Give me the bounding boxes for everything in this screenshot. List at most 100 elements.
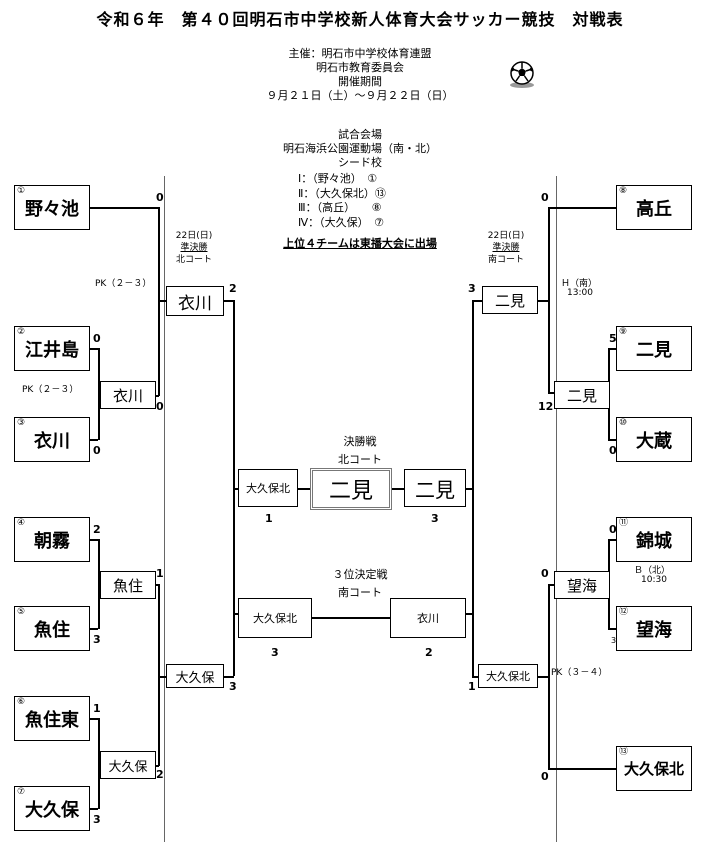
- bracket-line: [392, 488, 404, 490]
- seed-number: ⑩: [619, 418, 628, 428]
- team-name: 高丘: [636, 198, 672, 220]
- seed-number: ⑧: [619, 186, 628, 196]
- score-t11: 0: [609, 523, 617, 536]
- b-time-note: 10:30: [641, 575, 667, 585]
- score-w23: 0: [156, 400, 164, 413]
- bracket-line: [224, 676, 234, 678]
- score-t2: 0: [93, 332, 101, 345]
- seed-item: Ⅳ：（大久保） ⑦: [298, 215, 385, 229]
- bracket-line: [90, 718, 98, 720]
- left-semi-info: 22日(日) 準決勝 北コート: [170, 230, 218, 266]
- team-box-8: ⑧ 高丘: [616, 185, 692, 230]
- bracket-line: [466, 488, 473, 490]
- bracket-line: [538, 300, 549, 302]
- seed-item: Ⅰ：（野々池） ①: [298, 172, 378, 185]
- team-name: 野々池: [25, 198, 79, 220]
- winner-box-w1112: 望海: [554, 571, 610, 599]
- organizers-block: 主催：明石市中学校体育連盟 明石市教育委員会 開催期間 ９月２１日（土）～９月２…: [240, 47, 480, 103]
- winner-box-w23: 衣川: [100, 381, 156, 409]
- score-t7: 3: [93, 813, 101, 826]
- score-w45: 1: [156, 567, 164, 580]
- final-right-box: 二見: [404, 469, 466, 507]
- bracket-line: [548, 584, 554, 586]
- bracket-line: [90, 439, 98, 441]
- seed-number: ⑤: [17, 607, 26, 617]
- score-t9: 5: [609, 332, 617, 345]
- semi-court: 南コート: [487, 255, 524, 265]
- venue-block: 試合会場 明石海浜公園運動場（南・北） シード校: [230, 128, 490, 170]
- bracket-line: [90, 808, 98, 810]
- team-name: 魚住: [34, 619, 70, 641]
- semi-label: 準決勝: [180, 243, 208, 253]
- third-title: ３位決定戦: [332, 568, 388, 581]
- seed-number: ⑪: [619, 518, 629, 528]
- score-t6: 1: [93, 702, 101, 715]
- bracket-line: [155, 765, 159, 767]
- team-name: 望海: [636, 619, 672, 641]
- champion-box: 二見: [310, 468, 392, 510]
- score-third-right: 2: [425, 646, 433, 659]
- seed-number: ⑦: [17, 787, 26, 797]
- third-place-label: ３位決定戦 南コート: [300, 566, 420, 602]
- score-t5: 3: [93, 633, 101, 646]
- winner-box-qf3: 二見: [482, 286, 538, 314]
- score-t1: 0: [156, 191, 164, 204]
- bracket-line: [158, 584, 160, 766]
- seed-number: ⑥: [17, 697, 26, 707]
- pk-note-right: PK（３－４）: [551, 668, 608, 678]
- team-name: 大久保: [25, 799, 79, 821]
- team-box-4: ④ 朝霧: [14, 517, 90, 562]
- team-name: 大蔵: [636, 430, 672, 452]
- score-qf2: 3: [229, 680, 237, 693]
- team-box-12: ⑫ 望海: [616, 606, 692, 651]
- bracket-line: [608, 348, 616, 350]
- final-court: 北コート: [338, 453, 382, 466]
- seed-list: Ⅰ：（野々池） ① Ⅱ：（大久保北）⑬ Ⅲ：（高丘） ⑧ Ⅳ：（大久保） ⑦: [298, 172, 438, 230]
- bracket-line: [155, 584, 159, 586]
- score-third-left: 3: [271, 646, 279, 659]
- bracket-line: [158, 300, 166, 302]
- soccer-ball-icon: [507, 60, 537, 90]
- pk-note-top: PK（２－３）: [95, 279, 152, 289]
- final-title: 決勝戦: [343, 435, 377, 448]
- score-t3: 0: [93, 444, 101, 457]
- bracket-line: [312, 617, 390, 619]
- bracket-line: [98, 718, 100, 809]
- bracket-line: [472, 300, 482, 302]
- bracket-line: [90, 348, 98, 350]
- b-court-note: Ｂ（北）: [634, 566, 671, 576]
- bracket-line: [466, 613, 473, 615]
- bracket-line: [233, 613, 238, 615]
- seed-number: ④: [17, 518, 26, 528]
- third-right-box: 衣川: [390, 598, 466, 638]
- period-dates: ９月２１日（土）～９月２２日（日）: [266, 89, 454, 102]
- seed-number: ⑨: [619, 327, 628, 337]
- bracket-line: [98, 348, 100, 440]
- score-t10: 0: [609, 444, 617, 457]
- score-t13: 0: [541, 770, 549, 783]
- score-t8: 0: [541, 191, 549, 204]
- score-w910: 12: [538, 400, 554, 413]
- seed-number: ②: [17, 327, 26, 337]
- team-box-11: ⑪ 錦城: [616, 517, 692, 562]
- bracket-line: [608, 439, 616, 441]
- team-name: 錦城: [636, 530, 672, 552]
- team-name: 朝霧: [34, 530, 70, 552]
- third-left-box: 大久保北: [238, 598, 312, 638]
- bracket-line: [155, 395, 159, 397]
- score-qf4: 1: [468, 680, 476, 693]
- organizer-line: 明石市教育委員会: [316, 61, 404, 74]
- h-time-note: 13:00: [567, 288, 593, 298]
- period-label: 開催期間: [338, 75, 382, 88]
- semi-court: 北コート: [175, 255, 212, 265]
- winner-box-w910: 二見: [554, 381, 610, 409]
- winner-box-qf2: 大久保: [166, 664, 224, 688]
- seed-number: ①: [17, 186, 26, 196]
- seed-number: ⑫: [619, 607, 629, 617]
- final-left-box: 大久保北: [238, 469, 298, 507]
